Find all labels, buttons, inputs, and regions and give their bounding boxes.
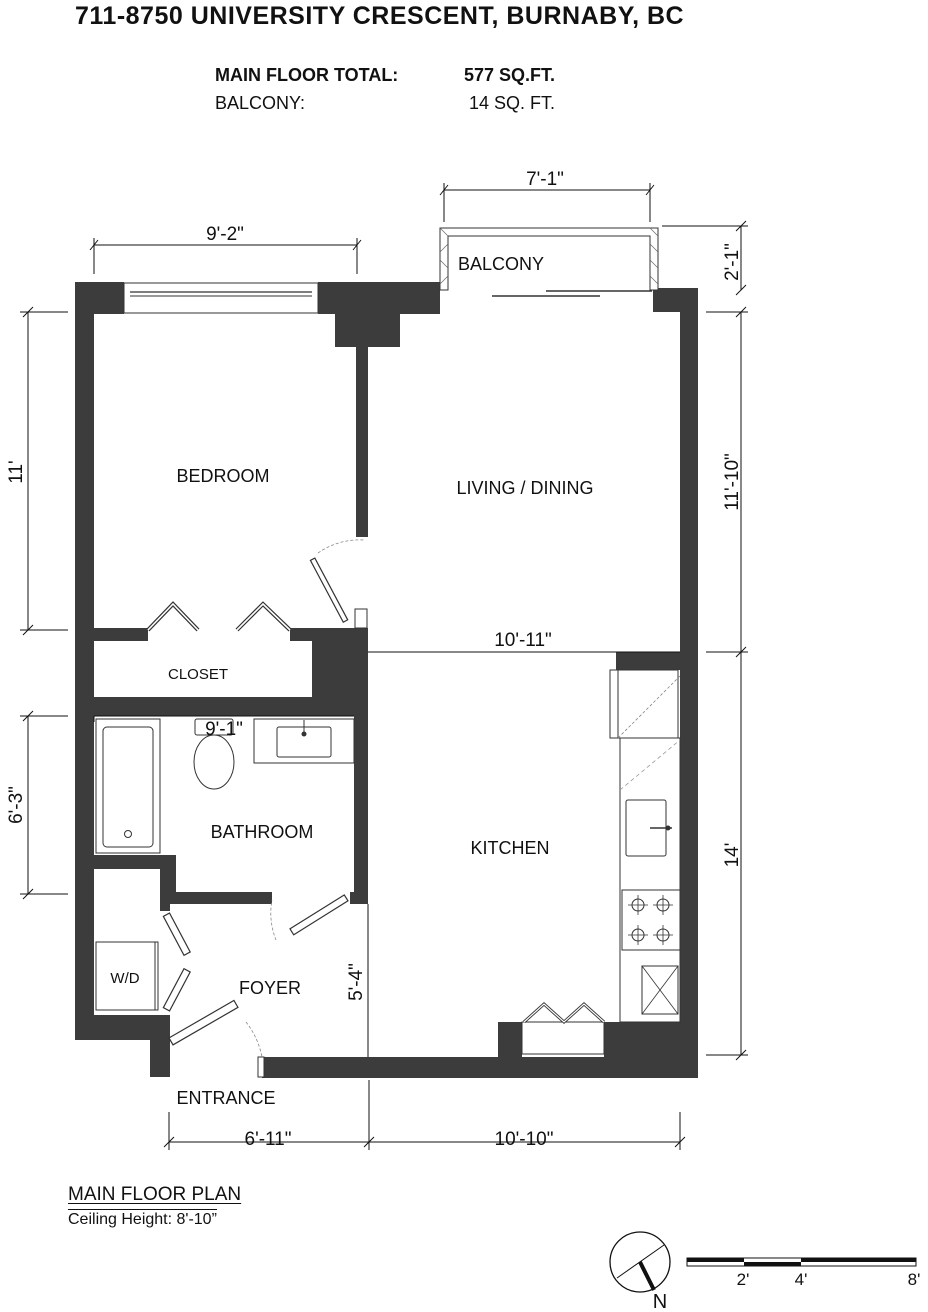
bedroom-window	[123, 282, 319, 314]
dim-bathroom-height: 6'-3"	[6, 786, 27, 824]
wall-right	[680, 288, 698, 1078]
balcony-outline	[439, 227, 659, 297]
wd-closet-doors	[162, 912, 191, 1012]
dim-living-height: 11'-10"	[722, 453, 743, 511]
pantry	[521, 1001, 606, 1055]
wall-wd	[160, 869, 170, 911]
washer-dryer-icon	[95, 941, 159, 1011]
room-wd: W/D	[110, 970, 139, 987]
wall-bottom	[262, 1057, 698, 1078]
dim-bathroom-width: 9'-1"	[205, 719, 243, 740]
main-floor-label: MAIN FLOOR TOTAL:	[215, 65, 399, 85]
bathroom-door	[270, 894, 349, 941]
wall-bedroom-partition	[356, 347, 368, 537]
main-floor-area: MAIN FLOOR TOTAL: 577 SQ.FT.	[215, 65, 555, 86]
room-bathroom: BATHROOM	[211, 822, 314, 842]
balcony-area: BALCONY: 14 SQ. FT.	[215, 93, 555, 114]
wall-pantry-right	[604, 1022, 698, 1062]
closet-doors	[146, 601, 292, 632]
dim-bedroom-width: 9'-2"	[206, 224, 244, 245]
room-kitchen: KITCHEN	[470, 838, 549, 858]
dim-kitchen-height: 14'	[722, 843, 743, 868]
balcony-area-value: 14 SQ. FT.	[468, 93, 555, 113]
toilet-icon	[193, 718, 235, 790]
sink-icon	[625, 799, 672, 857]
scale-label-4: 4'	[795, 1270, 808, 1289]
dim-living-width: 10'-11"	[494, 630, 552, 651]
wall-closet-top-left	[94, 628, 148, 641]
ceiling-height: Ceiling Height: 8'-10”	[68, 1209, 217, 1228]
room-balcony: BALCONY	[458, 254, 544, 274]
wall-bathroom-right	[354, 716, 368, 894]
stove-icon	[621, 889, 681, 951]
wall-fridge-top	[616, 652, 698, 670]
dim-bedroom-height: 11'	[6, 460, 27, 483]
dim-foyer-height: 5'-4"	[346, 963, 367, 1001]
bathtub-icon	[95, 718, 161, 854]
room-bedroom: BEDROOM	[176, 466, 269, 486]
wall-top-left	[75, 282, 124, 314]
room-foyer: FOYER	[239, 978, 301, 998]
column-top	[335, 310, 400, 347]
dim-balcony-width: 7'-1"	[526, 169, 564, 190]
dim-foyer-width: 6'-11"	[245, 1129, 292, 1150]
walls	[75, 282, 698, 1078]
wall-bath-bottom	[160, 892, 272, 904]
entrance-door	[168, 999, 265, 1078]
room-entrance: ENTRANCE	[176, 1088, 275, 1108]
bedroom-door	[309, 539, 368, 629]
dim-kitchen-width: 10'-10"	[495, 1129, 554, 1150]
wall-pantry-left	[498, 1022, 522, 1062]
wall-left	[75, 282, 94, 1040]
main-floor-value: 577 SQ.FT.	[463, 65, 555, 85]
balcony-area-label: BALCONY:	[215, 93, 306, 113]
scale-label-2: 2'	[737, 1270, 750, 1289]
wall-top-middle	[318, 282, 440, 314]
dishwasher-icon	[641, 965, 679, 1015]
dim-balcony-depth: 2'-1"	[722, 243, 743, 281]
dimension-lines	[20, 183, 748, 1150]
compass-label: N	[653, 1291, 667, 1312]
north-compass-icon: N	[609, 1231, 671, 1312]
scale-label-8: 8'	[908, 1270, 921, 1289]
column-center	[312, 628, 368, 716]
room-living-dining: LIVING / DINING	[456, 478, 593, 498]
wall-closet-bottom	[94, 697, 316, 716]
wall-bath-bottom-left	[94, 855, 176, 869]
vanity-icon	[253, 718, 355, 764]
room-closet: CLOSET	[168, 666, 228, 683]
fridge-icon	[609, 669, 681, 739]
page-title: 711-8750 UNIVERSITY CRESCENT, BURNABY, B…	[75, 2, 685, 30]
scale-bar: 2' 4' 8'	[686, 1257, 921, 1289]
plan-title: MAIN FLOOR PLAN	[68, 1184, 242, 1205]
wall-entrance-left	[150, 1015, 170, 1077]
wall-bath-bottom-right	[350, 892, 368, 904]
